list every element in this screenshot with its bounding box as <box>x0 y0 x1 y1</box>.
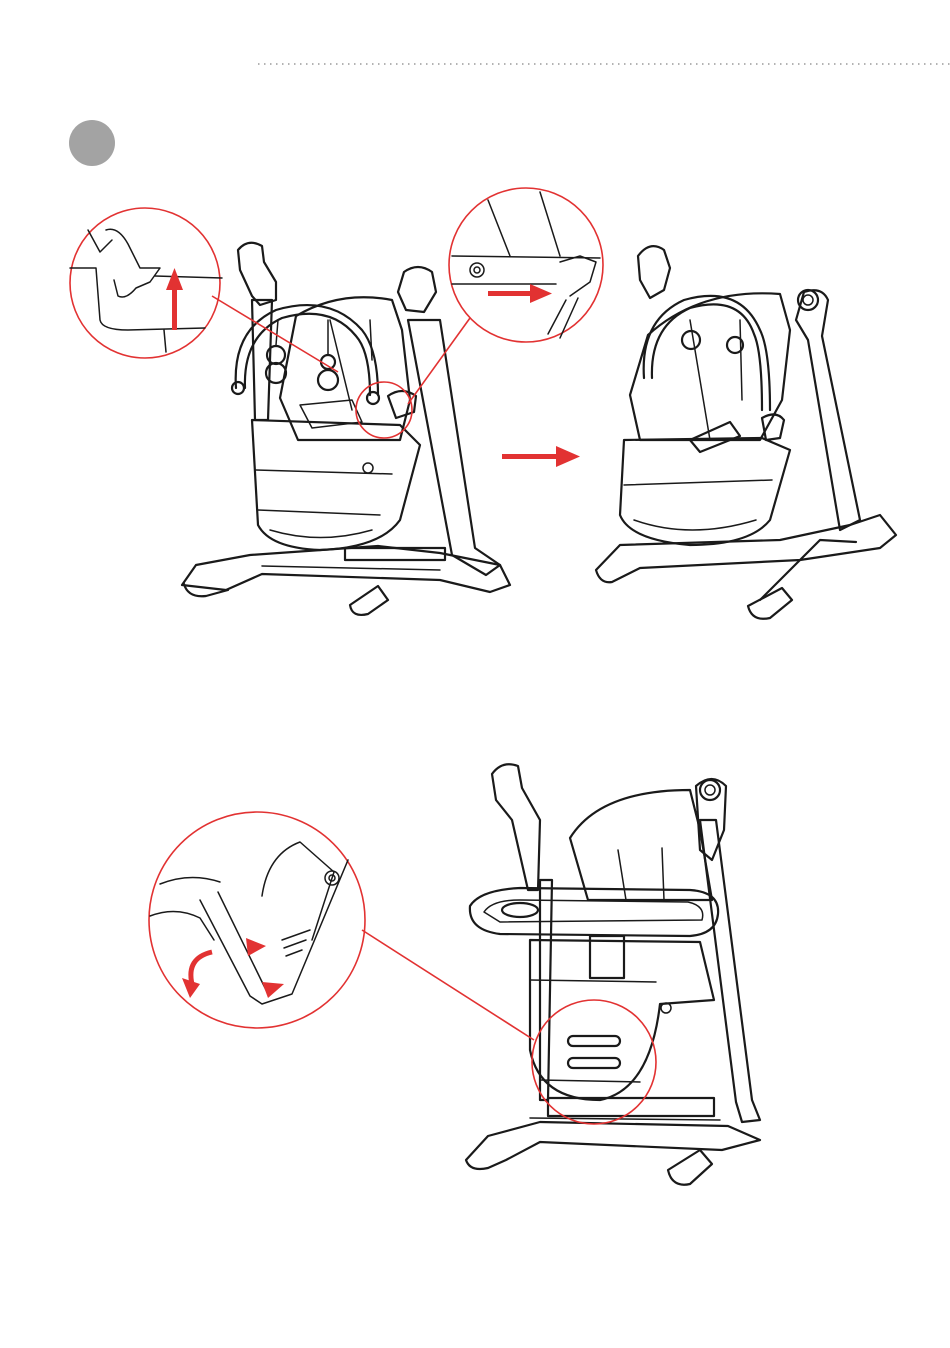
transition-arrow <box>502 446 580 467</box>
rocker-chair-illustration <box>596 246 896 619</box>
callout-lock-pin <box>356 188 603 438</box>
callout-release-lever <box>70 208 338 372</box>
step-marker-circle <box>69 120 115 166</box>
callout-footrest-fold <box>149 812 656 1124</box>
